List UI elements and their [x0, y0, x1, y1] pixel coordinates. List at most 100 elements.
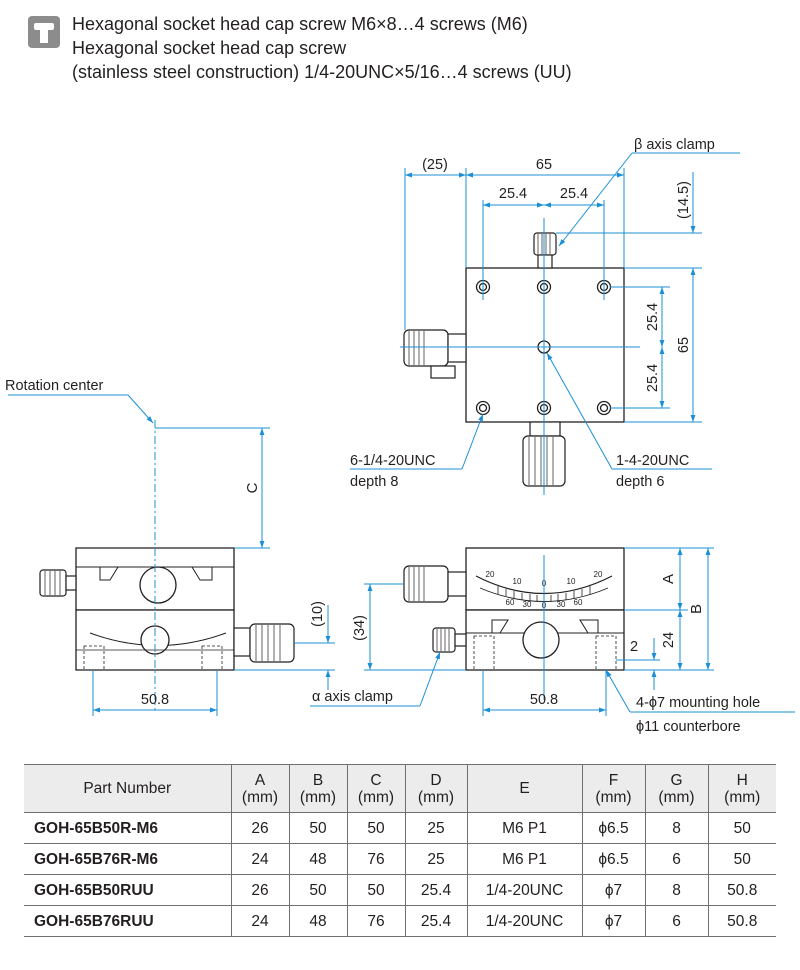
right-upper-body [465, 547, 625, 611]
b-cell: 50 [288, 812, 348, 844]
dim-top-25: (25) [422, 157, 448, 173]
e-cell: M6 P1 [466, 843, 583, 875]
scale-bottom-5: 60 [574, 598, 583, 607]
left-rotation-bore [139, 566, 177, 604]
c-cell: 50 [346, 812, 406, 844]
dim-34: (34) [352, 615, 368, 641]
b-cell: 48 [288, 905, 348, 937]
c-cell: 76 [346, 905, 406, 937]
counterbore-label: ϕ11 counterbore [636, 719, 741, 735]
col-g: G(mm) [644, 764, 709, 813]
e-cell: 1/4-20UNC [466, 874, 583, 906]
g-cell: 6 [644, 905, 709, 937]
b-cell: 50 [288, 874, 348, 906]
table-row: GOH-65B76R-M6 24 48 76 25 M6 P1 ϕ6.5 6 5… [24, 843, 776, 875]
unc-center-hole-depth: depth 6 [616, 474, 664, 490]
scale-top-4: 10 [567, 577, 576, 586]
f-cell: ϕ6.5 [581, 812, 646, 844]
col-c: C(mm) [346, 764, 406, 813]
c-cell: 76 [346, 843, 406, 875]
alpha-clamp-label: α axis clamp [312, 689, 393, 705]
f-cell: ϕ7 [581, 874, 646, 906]
unc-center-hole-label: 1-4-20UNC [616, 453, 689, 469]
d-cell: 25 [404, 812, 468, 844]
h-cell: 50 [707, 812, 776, 844]
a-cell: 24 [230, 843, 290, 875]
dim-right-50-8: 50.8 [530, 692, 558, 708]
screw-icon [28, 16, 60, 48]
col-f: F(mm) [581, 764, 646, 813]
col-h: H(mm) [707, 764, 776, 813]
right-view-upper-knob [403, 565, 449, 603]
right-view-dimensions [310, 547, 795, 716]
dim-top-25-4-right: 25.4 [560, 186, 588, 202]
d-cell: 25.4 [404, 905, 468, 937]
table-row: GOH-65B50R-M6 26 50 50 25 M6 P1 ϕ6.5 8 5… [24, 812, 776, 844]
left-view-knob [39, 569, 67, 597]
right-rotation-bore [522, 621, 560, 659]
top-view [403, 232, 625, 487]
dim-top-25-4-left: 25.4 [499, 186, 527, 202]
f-cell: ϕ6.5 [581, 843, 646, 875]
d-cell: 25.4 [404, 874, 468, 906]
f-cell: ϕ7 [581, 905, 646, 937]
c-cell: 50 [346, 874, 406, 906]
unc-holes-label: 6-1/4-20UNC [350, 453, 435, 469]
table-row: GOH-65B76RUU 24 48 76 25.4 1/4-20UNC ϕ7 … [24, 905, 776, 937]
h-cell: 50.8 [707, 905, 776, 937]
part-number-cell: GOH-65B50R-M6 [24, 812, 232, 844]
col-b: B(mm) [288, 764, 348, 813]
part-number-cell: GOH-65B76R-M6 [24, 843, 232, 875]
g-cell: 8 [644, 812, 709, 844]
dim-2: 2 [630, 639, 638, 655]
e-cell: 1/4-20UNC [466, 905, 583, 937]
g-cell: 8 [644, 874, 709, 906]
left-view-dimensions [8, 394, 335, 716]
col-d: D(mm) [404, 764, 468, 813]
g-cell: 6 [644, 843, 709, 875]
dim-top-65: 65 [536, 157, 552, 173]
b-cell: 48 [288, 843, 348, 875]
beta-clamp-label: β axis clamp [634, 137, 715, 153]
left-adjust-knob [403, 329, 449, 367]
dim-a: A [660, 574, 677, 584]
dim-side-25-4-lower: 25.4 [645, 364, 661, 392]
left-view [39, 547, 295, 671]
top-stage-plate [465, 267, 625, 423]
h-cell: 50.8 [707, 874, 776, 906]
table-row: GOH-65B50RUU 26 50 50 25.4 1/4-20UNC ϕ7 … [24, 874, 776, 906]
rotation-center-label: Rotation center [5, 378, 104, 394]
scale-bottom-1: 60 [506, 598, 515, 607]
beta-clamp-knob [533, 232, 557, 256]
mounting-hole-label: 4-ϕ7 mounting hole [636, 695, 760, 711]
dim-c: C [244, 482, 261, 493]
dim-10: (10) [310, 601, 326, 627]
dim-left-50-8: 50.8 [141, 692, 169, 708]
a-cell: 24 [230, 905, 290, 937]
col-e: E [466, 764, 583, 813]
top-view-dimensions [350, 152, 740, 495]
table-header-row: Part Number A(mm) B(mm) C(mm) D(mm) E F(… [24, 764, 776, 813]
scale-top-2: 10 [513, 577, 522, 586]
technical-drawing: (25) 65 25.4 25.4 (14.5) 25.4 25.4 65 β … [5, 137, 795, 735]
unc-holes-depth: depth 8 [350, 474, 398, 490]
h-cell: 50 [707, 843, 776, 875]
col-part-number: Part Number [24, 764, 232, 813]
dim-side-65: 65 [676, 337, 692, 353]
dim-b: B [688, 604, 705, 614]
scale-top-5: 20 [594, 570, 603, 579]
note-line-1: Hexagonal socket head cap screw M6×8…4 s… [72, 14, 528, 34]
dim-24: 24 [661, 632, 677, 648]
note-line-3: (stainless steel construction) 1/4-20UNC… [72, 62, 572, 82]
alpha-clamp-knob [432, 627, 456, 653]
d-cell: 25 [404, 843, 468, 875]
scale-bottom-4: 30 [557, 600, 566, 609]
e-cell: M6 P1 [466, 812, 583, 844]
scale-top-1: 20 [486, 570, 495, 579]
dim-side-25-4-upper: 25.4 [645, 303, 661, 331]
scale-bottom-2: 30 [523, 600, 532, 609]
part-number-cell: GOH-65B50RUU [24, 874, 232, 906]
col-a: A(mm) [230, 764, 290, 813]
part-number-cell: GOH-65B76RUU [24, 905, 232, 937]
right-view [403, 547, 625, 671]
